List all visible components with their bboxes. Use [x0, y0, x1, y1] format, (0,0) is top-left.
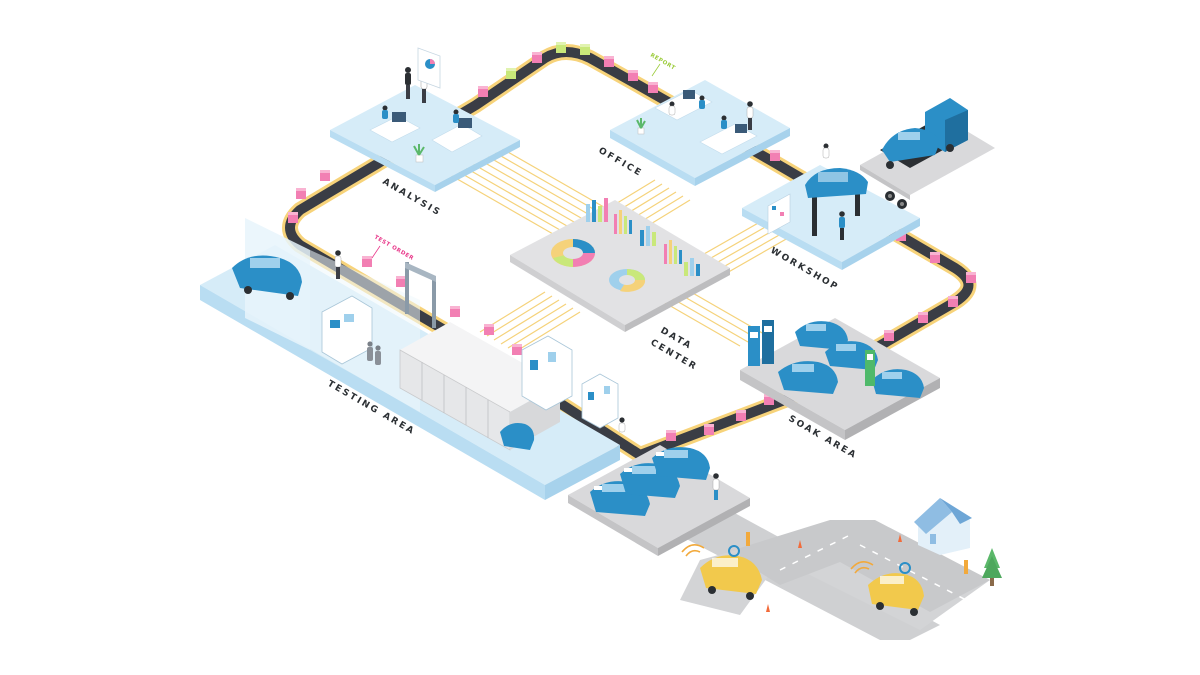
bollard-icon	[746, 532, 968, 574]
house-icon	[914, 498, 972, 555]
taxi-depot-platform	[568, 445, 750, 556]
car-lift-icon	[805, 168, 868, 236]
person-icon	[822, 143, 830, 159]
desk-icon	[699, 123, 758, 155]
car-icon	[795, 321, 848, 350]
package-icon	[770, 150, 780, 161]
package-icon	[628, 70, 638, 81]
person-icon	[839, 211, 845, 240]
person-icon	[405, 67, 411, 99]
package-icon	[506, 68, 516, 79]
person-icon	[668, 101, 676, 116]
person-icon	[746, 101, 754, 130]
donut-chart-icon	[609, 269, 646, 292]
tire-icon	[885, 191, 907, 209]
car-icon	[778, 361, 838, 394]
package-icon	[966, 272, 976, 283]
package-icon	[512, 344, 522, 355]
person-icon	[453, 109, 459, 123]
package-icon	[884, 330, 894, 341]
bar-chart-icon	[684, 258, 700, 276]
donut-chart-icon	[551, 239, 595, 267]
analysis-platform	[330, 47, 520, 192]
package-icon	[918, 312, 928, 323]
report-tag: REPORT	[649, 53, 676, 72]
package-icon	[930, 252, 940, 263]
gate-icon	[405, 262, 436, 328]
package-icon	[396, 276, 406, 287]
package-icon	[478, 86, 488, 97]
taxi-car-icon	[700, 555, 762, 600]
traffic-cone-icon	[766, 534, 902, 612]
package-icon	[704, 424, 714, 435]
package-icon	[320, 170, 330, 181]
test-order-tag-pointer	[371, 245, 381, 259]
bar-chart-icon	[664, 240, 682, 264]
person-icon	[721, 115, 727, 129]
person-icon	[712, 473, 720, 500]
bar-chart-icon	[640, 226, 656, 246]
testing-area-platform	[200, 218, 626, 500]
car-icon	[825, 341, 878, 370]
package-icon	[484, 324, 494, 335]
bar-chart-icon	[614, 210, 632, 234]
fuel-pump-icon	[748, 320, 774, 366]
package-icon	[296, 188, 306, 199]
package-icon	[556, 42, 566, 53]
desk-icon	[369, 112, 421, 143]
person-icon	[699, 95, 705, 109]
charging-station-icon	[865, 350, 875, 386]
wifi-signal-icon	[681, 544, 874, 574]
package-icon	[362, 256, 372, 267]
package-icon	[580, 44, 590, 55]
sensor-ring-icon	[728, 545, 911, 574]
plant-icon	[636, 118, 646, 135]
road-scene	[681, 498, 1002, 616]
plant-icon	[413, 144, 425, 163]
packages	[288, 42, 976, 441]
tool-shelf-icon	[767, 193, 791, 235]
test-bench-icon	[581, 373, 619, 429]
presentation-board-icon	[417, 47, 441, 89]
package-icon	[288, 212, 298, 223]
office-platform	[610, 80, 790, 186]
bar-chart-icon	[586, 198, 608, 222]
desk-icon	[431, 118, 483, 153]
test-bench-icon	[521, 335, 573, 411]
person-icon	[375, 345, 381, 365]
person-icon	[382, 105, 388, 119]
package-icon	[450, 306, 460, 317]
report-tag-pointer	[651, 63, 661, 77]
data-link-testing	[479, 291, 581, 353]
package-icon	[736, 410, 746, 421]
data-center-platform	[510, 198, 730, 332]
car-icon	[232, 255, 302, 300]
truck-icon	[880, 98, 968, 169]
package-icon	[648, 82, 658, 93]
person-icon	[334, 250, 342, 279]
taxi-car-icon	[868, 573, 924, 616]
car-icon	[652, 447, 710, 480]
soak-area-platform	[740, 318, 940, 440]
truck-platform	[860, 98, 995, 200]
package-icon	[604, 56, 614, 67]
person-icon	[618, 417, 626, 433]
package-icon	[666, 430, 676, 441]
test-order-tag: TEST ORDER	[373, 235, 415, 263]
package-icon	[532, 52, 542, 63]
tree-icon	[982, 548, 1002, 586]
workshop-platform	[742, 143, 920, 270]
car-icon	[872, 369, 924, 398]
data-link-analysis	[444, 143, 610, 239]
package-icon	[948, 296, 958, 307]
person-icon	[367, 341, 373, 361]
